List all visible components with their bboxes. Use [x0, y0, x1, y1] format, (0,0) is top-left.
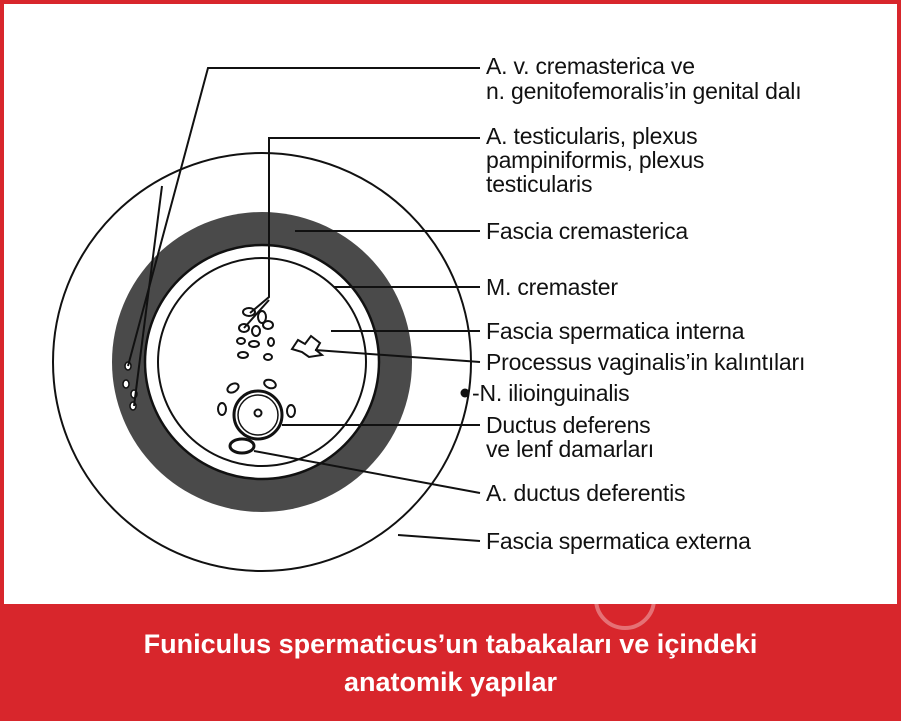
label-a-ductus-deferentis: A. ductus deferentis	[486, 480, 686, 506]
label-processus-vaginalis: Processus vaginalis’in kalıntıları	[486, 349, 806, 375]
ductus-deferens	[232, 389, 284, 441]
fascia-spermatica-interna-layer	[143, 243, 381, 481]
lymph-vessels	[217, 378, 296, 418]
label-a-v-cremasterica: A. v. cremasterica ve n. genitofemoralis…	[486, 53, 802, 104]
label-a-testicularis: A. testicularis, plexus pampiniformis, p…	[486, 123, 705, 197]
label-ductus-deferens: Ductus deferens ve lenf damarları	[486, 412, 654, 462]
ductus-deferens-lumen	[253, 408, 263, 418]
inner-cavity-outline	[157, 257, 367, 467]
figure-caption: Funiculus spermaticus’un tabakaları ve i…	[143, 628, 758, 697]
label-fascia-spermatica-interna: Fascia spermatica interna	[486, 318, 745, 344]
watermark-logo	[594, 568, 656, 630]
label-fascia-cremasterica: Fascia cremasterica	[486, 218, 688, 244]
funiculus-cross-section-diagram	[52, 67, 481, 572]
plexus-pampiniformis-vessels	[236, 307, 275, 361]
ductus-deferens-outline	[237, 394, 279, 436]
processus-vaginalis-remnant	[290, 334, 325, 359]
a-ductus-deferentis	[228, 437, 256, 455]
label-m-cremaster: M. cremaster	[486, 274, 618, 300]
n-ilioinguinalis-dot	[460, 388, 470, 398]
leader-lines	[127, 67, 481, 542]
label-n-ilioinguinalis: -N. ilioinguinalis	[472, 380, 630, 406]
caption-banner: Funiculus spermaticus’un tabakaları ve i…	[0, 604, 901, 721]
label-fascia-spermatica-externa: Fascia spermatica externa	[486, 528, 751, 554]
